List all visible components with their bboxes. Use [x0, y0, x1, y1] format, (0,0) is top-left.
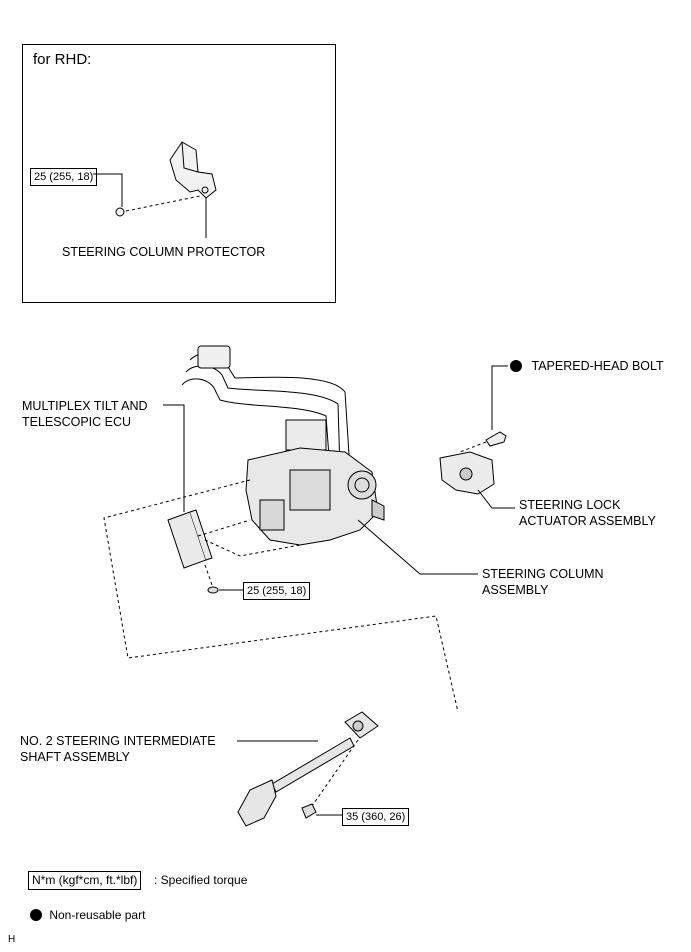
- rhd-inset-frame: for RHD:: [22, 44, 336, 303]
- tapered-head-bolt-label: TAPERED-HEAD BOLT: [510, 358, 664, 374]
- ecu-nut-torque-box: 25 (255, 18): [243, 582, 311, 600]
- intermediate-shaft-drawing: [237, 711, 379, 827]
- intermediate-shaft-label-line2: SHAFT ASSEMBLY: [20, 750, 130, 764]
- inset-torque-box: 25 (255, 18): [30, 168, 98, 186]
- inset-title: for RHD:: [33, 51, 92, 68]
- column-assembly-label-line2: ASSEMBLY: [482, 583, 549, 597]
- steering-column-protector-drawing: [169, 141, 217, 199]
- steering-column-protector-label: STEERING COLUMN PROTECTOR: [62, 245, 266, 259]
- legend-nonreusable: Non-reusable part: [30, 908, 145, 923]
- ecu-label-line2: TELESCOPIC ECU: [22, 415, 132, 429]
- steering-lock-actuator-drawing: [439, 451, 495, 495]
- ecu-label-line1: MULTIPLEX TILT AND: [22, 399, 148, 413]
- inset-nut-drawing: [115, 207, 125, 217]
- multiplex-ecu-drawing: [167, 509, 213, 569]
- steering-column-assembly-drawing: [181, 345, 385, 546]
- lock-actuator-label-line1: STEERING LOCK: [519, 498, 621, 512]
- non-reusable-legend-dot-icon: [30, 909, 42, 921]
- shaft-bolt-drawing: [301, 803, 317, 819]
- corner-mark: H: [8, 934, 16, 945]
- legend-torque-box: N*m (kgf*cm, ft.*lbf): [28, 871, 142, 890]
- intermediate-shaft-label-line1: NO. 2 STEERING INTERMEDIATE: [20, 734, 216, 748]
- shaft-bolt-torque-box: 35 (360, 26): [342, 808, 410, 826]
- column-assembly-label-line1: STEERING COLUMN: [482, 567, 604, 581]
- legend-torque-text: : Specified torque: [154, 873, 248, 887]
- non-reusable-dot-icon: [510, 360, 522, 372]
- tapered-head-bolt-drawing: [485, 431, 507, 447]
- lock-actuator-label-line2: ACTUATOR ASSEMBLY: [519, 514, 656, 528]
- ecu-nut-drawing: [207, 586, 219, 594]
